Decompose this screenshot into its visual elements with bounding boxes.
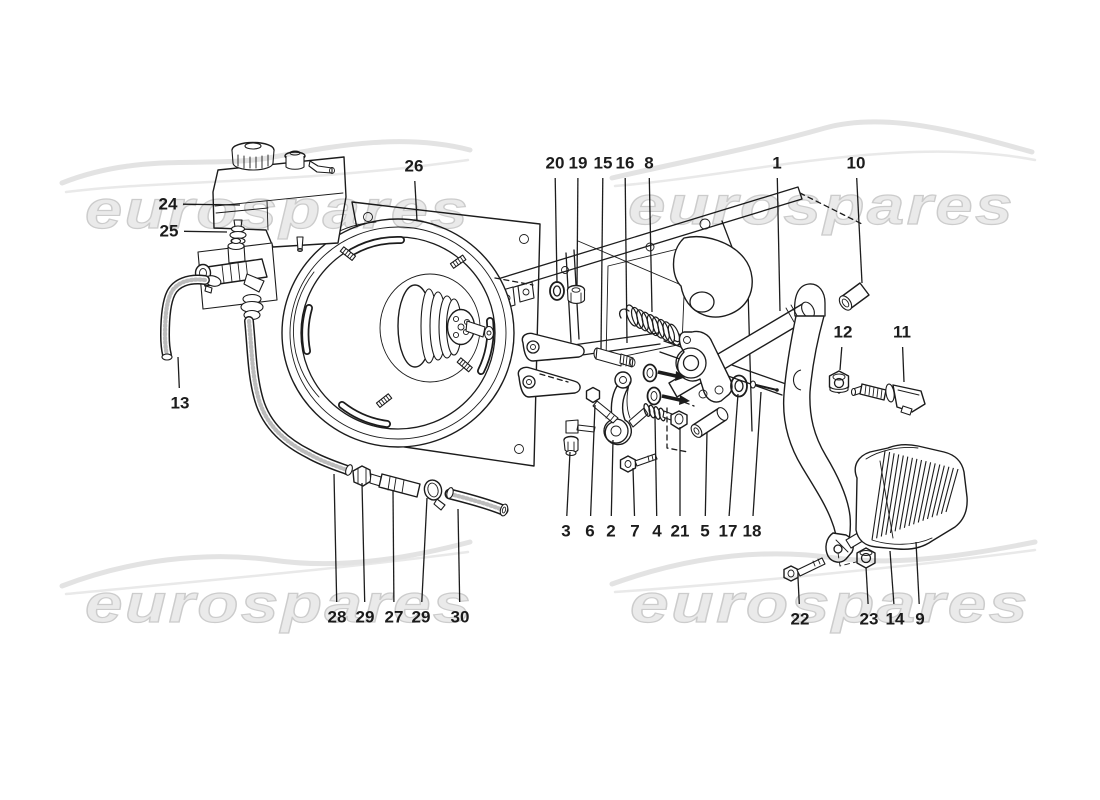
leader-line-29 — [421, 497, 428, 603]
return-spring — [618, 304, 681, 346]
leader-line-8 — [648, 177, 653, 313]
leader-line-27 — [392, 489, 395, 603]
callout-label-2: 2 — [606, 522, 615, 541]
booster-slots — [301, 235, 495, 428]
callout-label-22: 22 — [791, 610, 810, 629]
brake-booster — [281, 218, 515, 448]
hose-nut-29 — [352, 465, 372, 487]
callout-label-23: 23 — [860, 610, 879, 629]
callout-label-4: 4 — [652, 522, 662, 541]
booster-studs — [339, 246, 473, 408]
callout-label-10: 10 — [847, 154, 866, 173]
callout-label-26: 26 — [405, 157, 424, 176]
leader-line-2 — [610, 439, 614, 517]
union-27 — [378, 473, 421, 498]
callout-label-27: 27 — [385, 608, 404, 627]
leader-line-10 — [856, 177, 863, 284]
leader-line-14 — [889, 550, 895, 605]
callout-label-17: 17 — [719, 522, 738, 541]
bushing-10 — [838, 282, 870, 311]
frame-gusset — [672, 236, 753, 318]
leader-line-25 — [183, 230, 228, 233]
leader-line-13 — [177, 356, 180, 389]
callout-label-25: 25 — [160, 222, 179, 241]
leader-line-28 — [333, 473, 338, 603]
leader-line-22 — [797, 577, 800, 605]
callout-label-8: 8 — [644, 154, 653, 173]
pedal-pad-ribs — [871, 450, 959, 541]
callout-label-24: 24 — [159, 195, 178, 214]
callout-label-13: 13 — [171, 394, 190, 413]
leader-line-24 — [182, 203, 241, 206]
fluid-reservoir — [212, 141, 347, 252]
bolt-22 — [783, 557, 826, 582]
nut-23 — [856, 547, 876, 569]
callout-label-28: 28 — [328, 608, 347, 627]
callout-label-19: 19 — [569, 154, 588, 173]
callout-label-14: 14 — [886, 610, 905, 629]
leader-line-20 — [554, 177, 558, 284]
callout-label-3: 3 — [561, 522, 570, 541]
pedal-assembly — [782, 283, 968, 567]
leader-line-11 — [901, 346, 905, 383]
callout-label-1: 1 — [772, 154, 781, 173]
callout-label-21: 21 — [671, 522, 690, 541]
callout-label-5: 5 — [700, 522, 709, 541]
nut-19 — [566, 284, 586, 304]
hose-clamp-29 — [423, 479, 443, 501]
callout-label-7: 7 — [630, 522, 639, 541]
leader-line-17 — [728, 393, 739, 517]
washer-20 — [549, 281, 565, 301]
support-link-arms — [517, 332, 585, 398]
callout-label-6: 6 — [585, 522, 594, 541]
leader-line-5 — [704, 431, 708, 517]
leader-line-6 — [589, 404, 596, 517]
pivot-bracket — [675, 330, 733, 403]
leader-line-7 — [632, 467, 636, 517]
callout-label-20: 20 — [546, 154, 565, 173]
leader-line-15 — [600, 177, 604, 350]
leader-line-23 — [865, 566, 869, 605]
leader-line-12 — [839, 346, 843, 371]
callout-label-15: 15 — [594, 154, 613, 173]
callout-label-29: 29 — [356, 608, 375, 627]
callout-label-12: 12 — [834, 323, 853, 342]
leader-line-18 — [752, 391, 762, 517]
stoplight-switch — [850, 383, 926, 416]
callout-label-29: 29 — [412, 608, 431, 627]
leader-line-3 — [566, 451, 571, 517]
clevis-pin — [593, 347, 636, 368]
leader-line-30 — [457, 508, 461, 603]
master-cylinder-hub — [397, 284, 495, 368]
callout-label-16: 16 — [616, 154, 635, 173]
callout-label-11: 11 — [893, 323, 911, 342]
hidden-lines — [494, 277, 695, 453]
hydraulic-hoses — [159, 274, 509, 517]
leader-line-29 — [361, 482, 366, 603]
leader-line-19 — [576, 177, 579, 287]
leader-line-1 — [776, 177, 781, 312]
callout-label-30: 30 — [451, 608, 470, 627]
leader-line-9 — [915, 541, 920, 605]
callout-label-18: 18 — [743, 522, 762, 541]
outlet-valve — [194, 237, 278, 321]
leader-line-4 — [654, 416, 658, 517]
nut-12 — [828, 370, 850, 394]
leader-line-16 — [624, 177, 628, 344]
pedal-linkage — [563, 363, 779, 473]
callout-label-9: 9 — [915, 610, 924, 629]
